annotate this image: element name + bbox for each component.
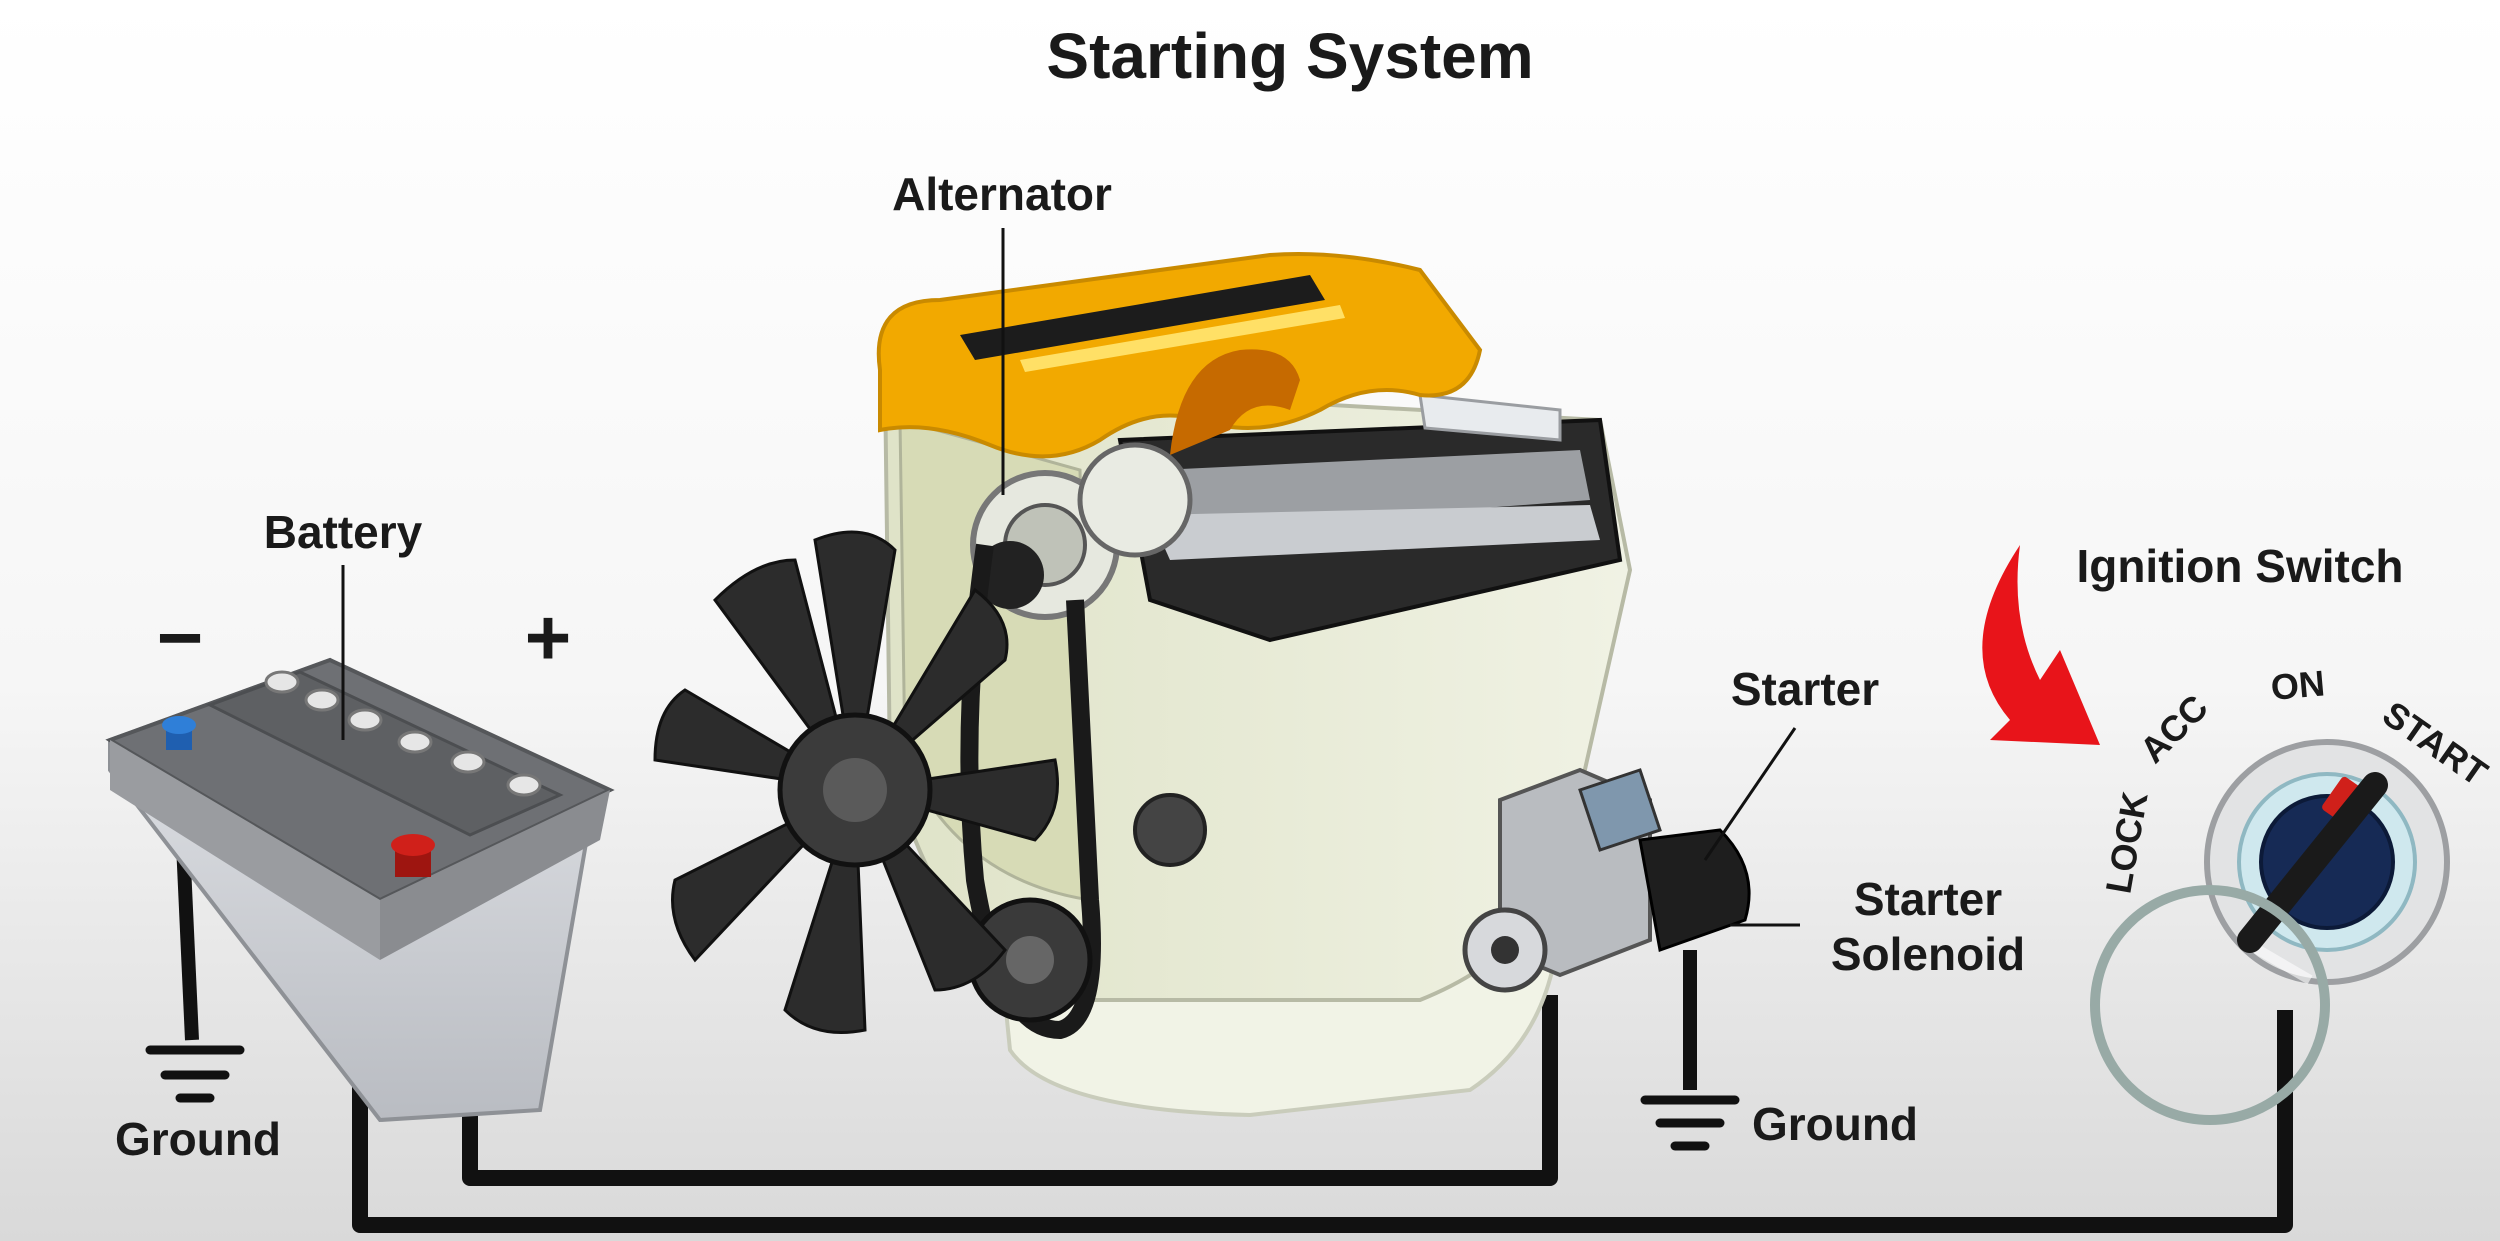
engine-cover xyxy=(876,252,1483,459)
battery-negative-terminal xyxy=(162,716,196,750)
starter-label: Starter xyxy=(1731,663,1879,715)
ground-label-right: Ground xyxy=(1752,1098,1918,1150)
battery-minus-sign: − xyxy=(157,593,204,682)
starter-leader-line xyxy=(1703,727,1797,861)
ignition-key-slot xyxy=(2237,772,2388,953)
battery-lid-side xyxy=(380,790,610,960)
key-ring xyxy=(2090,885,2330,1125)
diagram-title: Starting System xyxy=(1046,20,1533,92)
starter-motor xyxy=(1462,767,1751,993)
battery-plus-sign: + xyxy=(525,593,572,682)
battery xyxy=(105,657,615,1123)
starter-solenoid-label-line1: Starter xyxy=(1854,873,2002,925)
starter-solenoid-label-line2: Solenoid xyxy=(1831,928,2025,980)
start-position-marker xyxy=(2322,776,2360,820)
ground-label-left: Ground xyxy=(115,1113,281,1165)
engine-cover-highlight xyxy=(1020,305,1345,372)
battery-label: Battery xyxy=(264,506,423,558)
starter-solenoid xyxy=(1638,828,1751,953)
battery-lid-front xyxy=(110,740,380,960)
ignition-position-on: ON xyxy=(2269,662,2326,708)
engine-cover-stripe xyxy=(960,275,1325,360)
cooling-fan xyxy=(653,530,1059,1034)
ground-symbol-left xyxy=(145,1045,245,1103)
ground-symbol-right xyxy=(1640,1095,1740,1151)
battery-positive-terminal xyxy=(391,834,435,877)
ignition-pointer-arrow xyxy=(1982,545,2100,745)
battery-cell-caps xyxy=(264,670,542,797)
alternator-label: Alternator xyxy=(892,168,1112,220)
ignition-switch-label: Ignition Switch xyxy=(2076,540,2403,592)
